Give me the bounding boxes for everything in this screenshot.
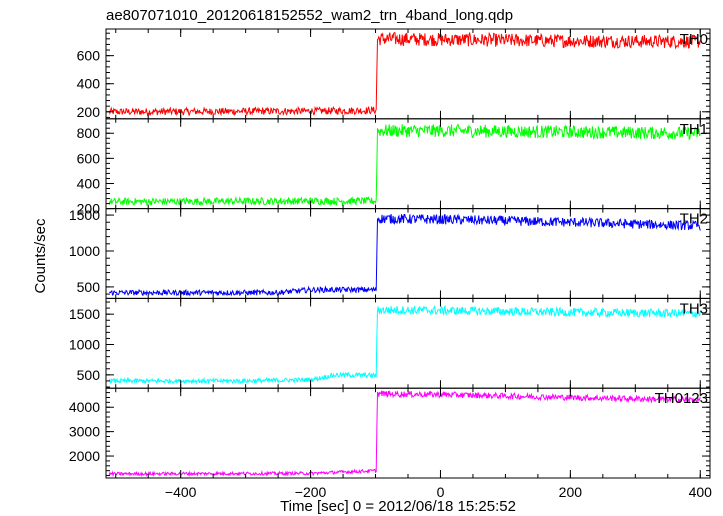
panel-label-th0123: TH0123 [655, 390, 708, 407]
y-tick-label: 1000 [69, 337, 100, 353]
y-tick-label: 400 [77, 76, 101, 92]
panel-label-th3: TH3 [680, 300, 708, 317]
series-th2-line [109, 213, 701, 297]
y-tick-label: 1500 [69, 306, 100, 322]
y-tick-label: 4000 [69, 399, 100, 415]
x-tick-label: 0 [437, 484, 445, 500]
y-tick-label: 200 [77, 201, 101, 217]
x-tick-label: 200 [559, 484, 583, 500]
y-tick-label: 2000 [69, 448, 100, 464]
series-th0-line [108, 31, 701, 117]
y-tick-label: 500 [77, 367, 101, 383]
panel-th2: 500 1000 1500 TH2 [69, 207, 711, 299]
panel-label-th0: TH0 [680, 31, 708, 48]
y-tick-label: 400 [77, 175, 101, 191]
y-tick-label: 600 [77, 150, 101, 166]
y-tick-label: 200 [77, 104, 101, 120]
y-tick-label: 1000 [69, 243, 100, 259]
y-tick-label: 3000 [69, 424, 100, 440]
x-tick-label: 400 [689, 484, 713, 500]
y-tick-label: 1500 [69, 207, 100, 223]
panel-label-th2: TH2 [680, 211, 708, 228]
panel-th0123: 2000 3000 4000 TH0123 [69, 387, 711, 479]
y-tick-label: 800 [77, 125, 101, 141]
series-th1-line [108, 123, 701, 207]
panel-th3: 500 1000 1500 TH3 [69, 297, 711, 389]
panel-frame [105, 387, 711, 479]
y-tick-label: 500 [77, 279, 101, 295]
panel-th1: 200 400 600 800 TH1 [77, 118, 711, 217]
panel-label-th1: TH1 [680, 121, 708, 138]
series-th0123-line [108, 389, 701, 478]
chart-title: ae807071010_20120618152552_wam2_trn_4ban… [106, 7, 513, 24]
y-tick-label: 600 [77, 48, 101, 64]
x-tick-label: −200 [295, 484, 327, 500]
x-axis-label: Time [sec] 0 = 2012/06/18 15:25:52 [280, 498, 516, 515]
series-th3-line [108, 304, 701, 386]
x-tick-label: −400 [165, 484, 197, 500]
y-axis-label: Counts/sec [32, 218, 49, 294]
panel-th0: 200 400 600 TH0 [77, 28, 711, 120]
